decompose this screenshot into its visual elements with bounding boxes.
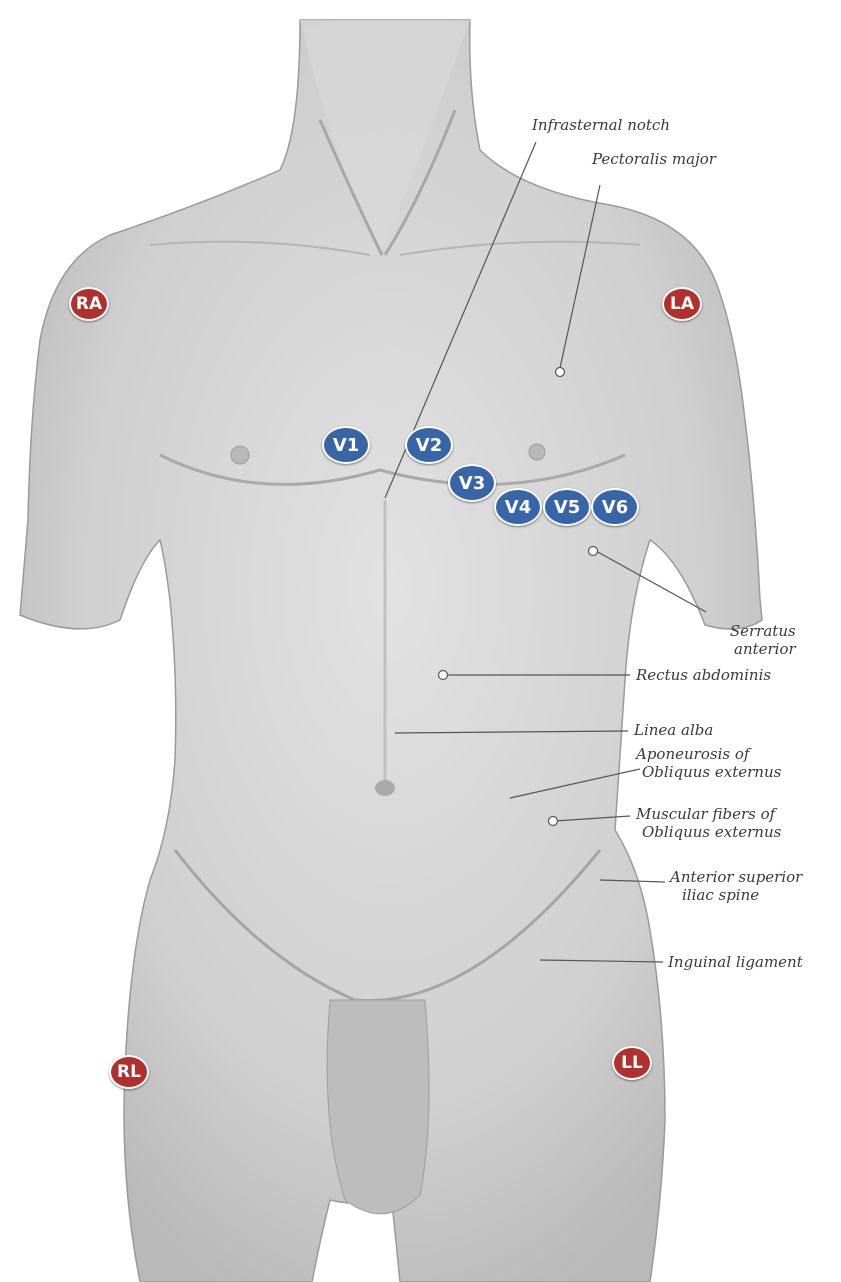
genital-area bbox=[327, 1000, 429, 1214]
label-linea-alba: Linea alba bbox=[634, 721, 713, 739]
electrode-v4: V4 bbox=[494, 488, 542, 526]
electrode-v3: V3 bbox=[448, 464, 496, 502]
label-asis-line1: Anterior superior bbox=[670, 868, 802, 886]
right-nipple bbox=[231, 446, 249, 464]
electrode-la: LA bbox=[662, 287, 702, 321]
electrode-v1: V1 bbox=[322, 426, 370, 464]
label-muscular-fibers: Muscular fibers of Obliquus externus bbox=[636, 805, 781, 841]
label-aponeurosis-line1: Aponeurosis of bbox=[636, 745, 781, 763]
marker-muscular bbox=[549, 817, 558, 826]
label-serratus-line1: Serratus bbox=[708, 622, 796, 640]
label-serratus-line2: anterior bbox=[708, 640, 796, 658]
label-asis: Anterior superior iliac spine bbox=[670, 868, 802, 904]
electrode-v2: V2 bbox=[405, 426, 453, 464]
label-inguinal-ligament: Inguinal ligament bbox=[668, 953, 803, 971]
label-muscular-line2: Obliquus externus bbox=[636, 823, 781, 841]
marker-serratus bbox=[589, 547, 598, 556]
label-muscular-line1: Muscular fibers of bbox=[636, 805, 781, 823]
electrode-ll: LL bbox=[612, 1046, 652, 1080]
label-pectoralis-major: Pectoralis major bbox=[592, 150, 716, 168]
electrode-ra: RA bbox=[69, 287, 109, 321]
label-infrasternal-notch: Infrasternal notch bbox=[532, 116, 670, 134]
electrode-rl: RL bbox=[109, 1055, 149, 1089]
label-aponeurosis: Aponeurosis of Obliquus externus bbox=[636, 745, 781, 781]
electrode-v6: V6 bbox=[591, 488, 639, 526]
label-rectus-abdominis: Rectus abdominis bbox=[636, 666, 771, 684]
label-serratus-anterior: Serratus anterior bbox=[708, 622, 796, 658]
left-nipple bbox=[529, 444, 545, 460]
electrode-v5: V5 bbox=[543, 488, 591, 526]
marker-pectoralis bbox=[556, 368, 565, 377]
navel bbox=[375, 780, 395, 796]
label-aponeurosis-line2: Obliquus externus bbox=[636, 763, 781, 781]
label-asis-line2: iliac spine bbox=[670, 886, 802, 904]
marker-rectus bbox=[439, 671, 448, 680]
